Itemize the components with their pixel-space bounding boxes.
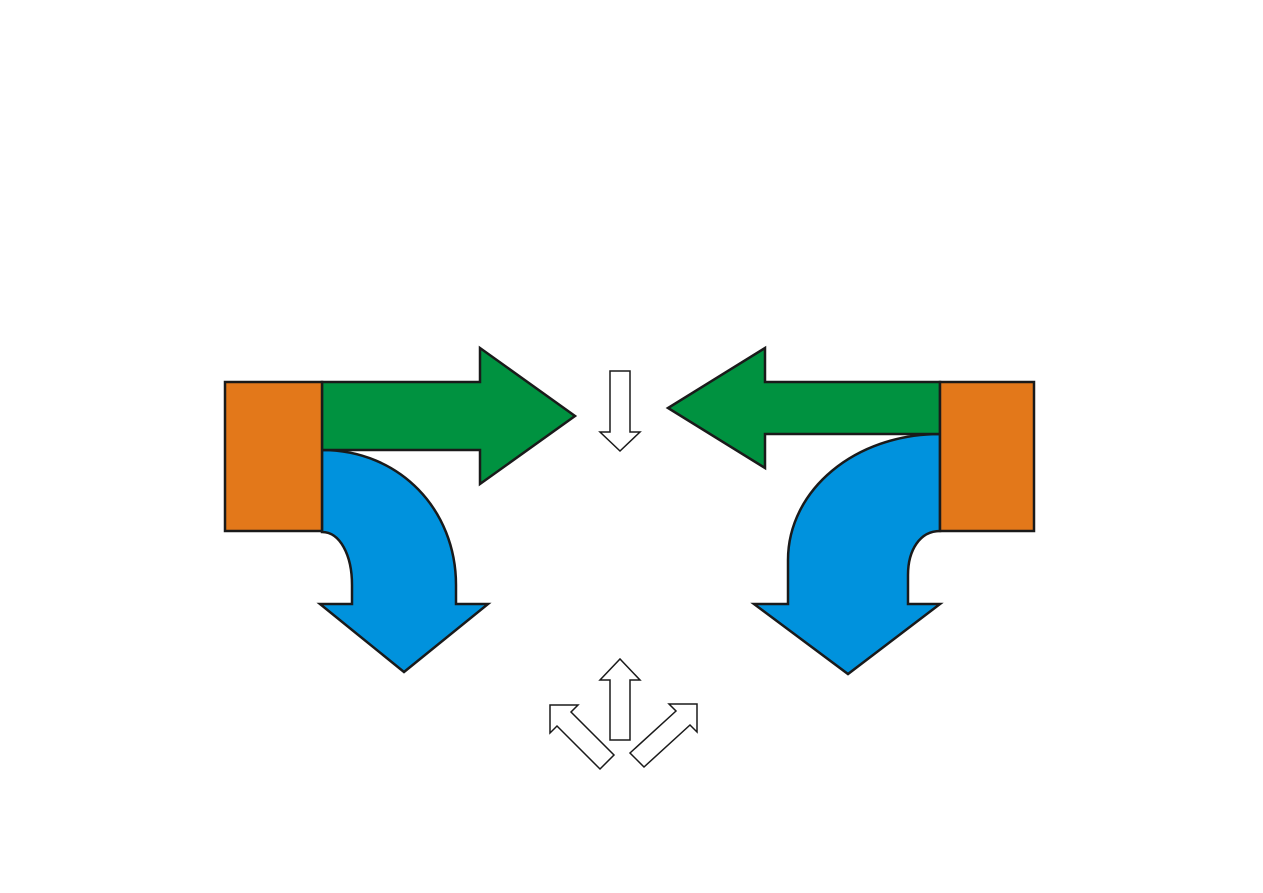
- right-unit: [665, 345, 1036, 676]
- left-unit: [223, 345, 578, 674]
- arrow-up-left-icon: [549, 704, 616, 771]
- arrow-up-right-icon: [628, 703, 698, 769]
- left-curved-arrow-down: [316, 448, 492, 674]
- arrow-up-icon: [598, 657, 642, 741]
- center-arrow-down-icon: [598, 370, 642, 453]
- left-orange-block: [223, 380, 324, 533]
- right-orange-block: [938, 380, 1036, 533]
- left-straight-arrow-right: [320, 345, 578, 487]
- right-curved-arrow-down: [750, 432, 944, 676]
- right-straight-arrow-left: [665, 345, 942, 471]
- center-bottom-arrows: [549, 657, 698, 771]
